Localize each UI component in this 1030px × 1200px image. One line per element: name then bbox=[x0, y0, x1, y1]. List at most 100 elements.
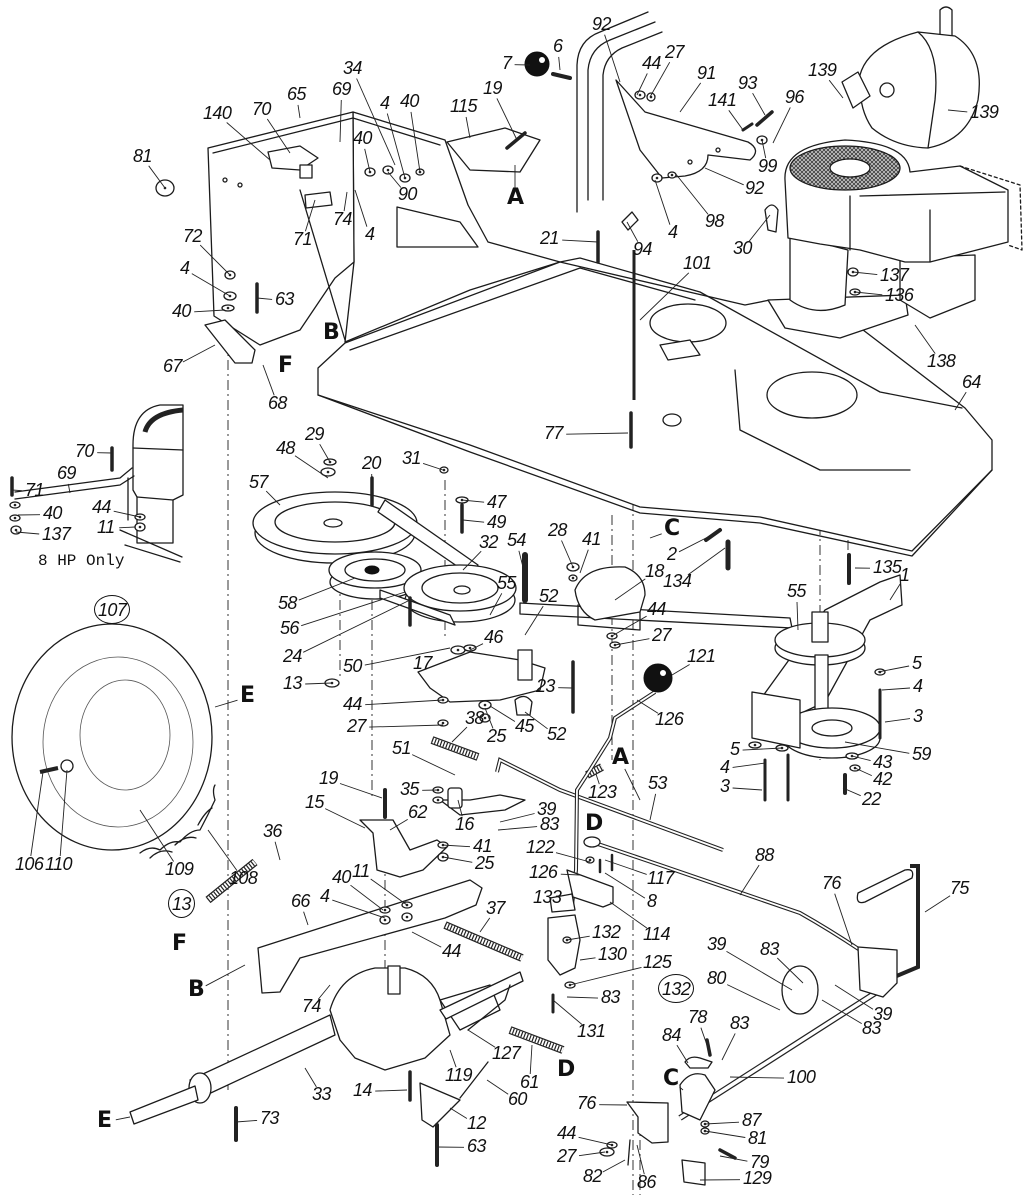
leader-line bbox=[947, 109, 968, 113]
leader-line bbox=[560, 873, 581, 876]
part-number-callout: 44 bbox=[642, 53, 661, 73]
part-number-callout: 106 bbox=[15, 854, 44, 874]
idler-bracket-17 bbox=[417, 651, 546, 703]
leader-line bbox=[687, 547, 726, 576]
part-number-callout: 88 bbox=[755, 845, 774, 865]
part-number-callout: 77 bbox=[544, 423, 563, 443]
part-number-callout: 141 bbox=[708, 90, 737, 110]
input-shaft bbox=[387, 965, 401, 995]
bolt bbox=[705, 1038, 712, 1057]
leader-line bbox=[732, 787, 763, 791]
seat-post bbox=[576, 11, 649, 213]
spring-37-coil bbox=[443, 922, 524, 961]
part-number-callout: 127 bbox=[492, 1043, 521, 1063]
leader-line bbox=[524, 711, 548, 730]
leader-line bbox=[674, 172, 709, 215]
lever-c bbox=[679, 1073, 716, 1121]
part-number-callout: 137 bbox=[880, 265, 909, 285]
part-number-callout: 20 bbox=[362, 453, 381, 473]
leader-line bbox=[301, 591, 406, 627]
leader-line bbox=[636, 73, 648, 96]
part-number-callout: 121 bbox=[687, 646, 716, 666]
part-number-callout: 4 bbox=[913, 676, 923, 696]
part-number-callout: 4 bbox=[365, 224, 375, 244]
part-number-callout: 54 bbox=[507, 530, 526, 550]
belt-56 bbox=[379, 589, 456, 626]
leader-line bbox=[499, 813, 535, 823]
leader-line bbox=[207, 829, 238, 871]
part-number-callout: 108 bbox=[229, 868, 258, 888]
part-number-callout: 83 bbox=[730, 1013, 749, 1033]
part-number-callout: 55 bbox=[497, 573, 516, 593]
washer-hole bbox=[638, 93, 642, 97]
part-number-callout: 99 bbox=[758, 156, 777, 176]
reference-letter: C bbox=[663, 1066, 680, 1091]
part-number-callout: 98 bbox=[705, 211, 724, 231]
washer-hole bbox=[483, 703, 487, 707]
part-number-callout: 110 bbox=[45, 854, 73, 874]
part-number-callout: 74 bbox=[302, 996, 321, 1016]
part-number-callout: 28 bbox=[548, 520, 567, 540]
part-number-callout: 64 bbox=[962, 372, 981, 392]
rod-127 bbox=[467, 984, 511, 1031]
leader-line bbox=[639, 272, 690, 321]
leader-line bbox=[30, 771, 44, 857]
deck-recess bbox=[734, 369, 911, 471]
part-number-callout: 44 bbox=[647, 599, 666, 619]
leader-line bbox=[679, 82, 702, 113]
muffler-139 bbox=[841, 6, 980, 149]
part-number-callout: 91 bbox=[697, 63, 716, 83]
part-number-callout: 25 bbox=[487, 726, 506, 746]
part-number-callout: 32 bbox=[479, 532, 498, 552]
leader-line bbox=[339, 99, 342, 143]
leader-line bbox=[844, 741, 910, 754]
reference-letter: C bbox=[664, 516, 681, 541]
bracket-76 bbox=[857, 946, 898, 998]
hardware bbox=[9, 72, 886, 1167]
part-number-callout: 15 bbox=[305, 792, 324, 812]
washer-hole bbox=[383, 908, 387, 912]
washer-hole bbox=[383, 918, 387, 922]
spring-36-coil bbox=[206, 859, 257, 903]
part-number-callout: 12 bbox=[467, 1113, 486, 1133]
leader-line bbox=[356, 78, 396, 166]
part-number-callout: 123 bbox=[588, 782, 617, 802]
tire-tread bbox=[139, 784, 216, 854]
part-number-callout: 76 bbox=[577, 1093, 596, 1113]
leader-line bbox=[881, 687, 911, 691]
spring-38-coil bbox=[431, 737, 479, 760]
bracket-71 bbox=[304, 191, 333, 209]
leader-line bbox=[486, 1079, 509, 1095]
leader-line bbox=[842, 787, 861, 797]
part-number-callout: 73 bbox=[260, 1108, 279, 1128]
mower-drive-pulley bbox=[751, 574, 903, 759]
part-number-callout: 2 bbox=[667, 544, 677, 564]
reference-letter: D bbox=[557, 1057, 576, 1082]
hole bbox=[237, 182, 243, 188]
part-number-callout: 109 bbox=[165, 859, 194, 879]
part-number-callout: 87 bbox=[742, 1110, 761, 1130]
shifter-bracket-130 bbox=[547, 914, 581, 976]
leader-line bbox=[294, 455, 329, 479]
pulley-shaft bbox=[811, 611, 829, 643]
leader-line bbox=[649, 61, 671, 98]
part-number-callout: 11 bbox=[97, 517, 115, 537]
leader-line bbox=[578, 1136, 613, 1146]
tire-tread-lugs bbox=[149, 807, 213, 859]
part-number-callout: 27 bbox=[557, 1146, 576, 1166]
leader-line bbox=[339, 783, 383, 799]
assembly-callout: 107 bbox=[94, 595, 131, 624]
part-number-callout: 4 bbox=[320, 886, 330, 906]
leader-line bbox=[387, 171, 402, 188]
muffler-seam bbox=[917, 31, 937, 149]
part-number-callout: 53 bbox=[648, 773, 667, 793]
pulley-59-hub bbox=[811, 719, 853, 737]
leader-line bbox=[115, 1116, 131, 1121]
bolt bbox=[505, 131, 527, 150]
pulley-57-hub bbox=[323, 518, 343, 528]
part-number-callout: 81 bbox=[748, 1128, 767, 1148]
leader-line bbox=[469, 643, 484, 651]
bolt bbox=[551, 72, 572, 80]
bolt bbox=[704, 528, 722, 542]
